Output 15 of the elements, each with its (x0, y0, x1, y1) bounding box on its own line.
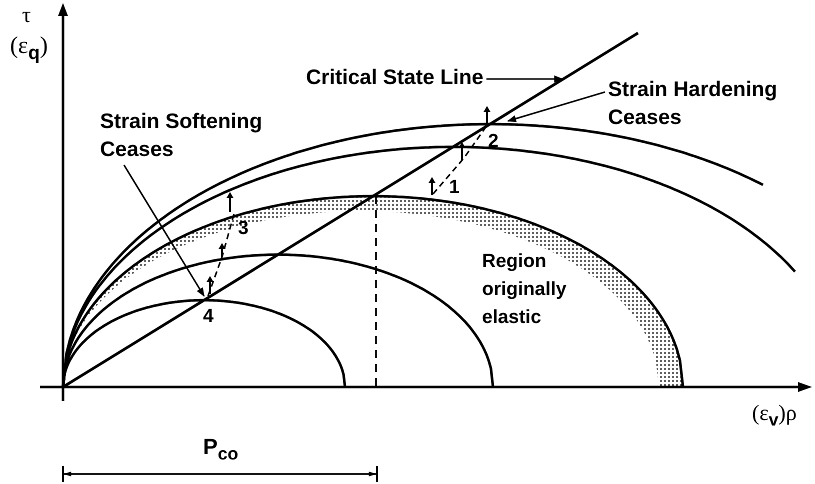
axis-label: τ (22, 2, 31, 28)
leader-line (123, 164, 205, 297)
point-number: 1 (449, 176, 460, 199)
point-number: 4 (203, 305, 214, 328)
point-number: 2 (488, 130, 499, 153)
callout-text: Strain Softening Ceases (100, 108, 300, 164)
point-number: 3 (238, 217, 249, 240)
axis-label: (ε$_{q}$) (10, 32, 48, 66)
axis-label: (ε$_{v}$)ρ (752, 400, 797, 432)
leader-line (507, 91, 606, 122)
callout-text: Critical State Line (306, 64, 484, 92)
callout-text: Strain Hardening Ceases (608, 76, 812, 132)
leader-line (486, 75, 564, 83)
region-label: Region originally elastic (482, 250, 568, 330)
dimension-label: P$_{co}$ (203, 434, 238, 466)
